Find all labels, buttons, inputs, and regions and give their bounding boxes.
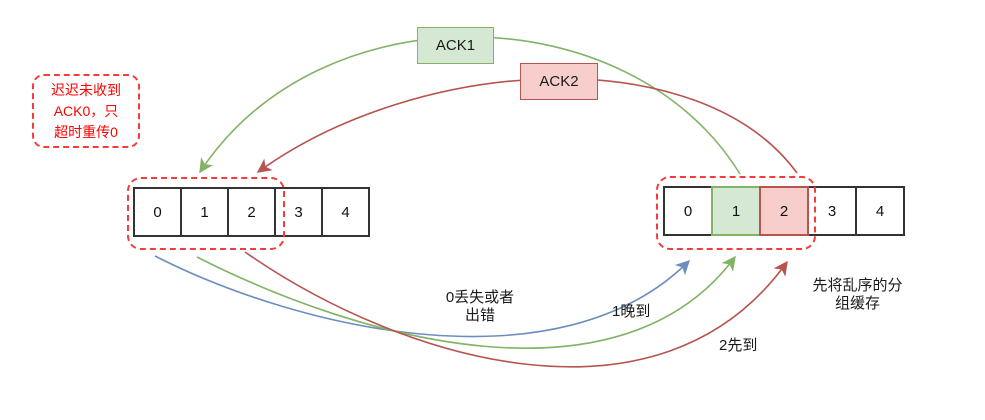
packet2-first-curve-arrow bbox=[244, 251, 788, 368]
buffer-note-line1: 先将乱序的分 bbox=[812, 277, 903, 294]
packet0-lost-curve-arrow bbox=[154, 255, 691, 338]
packet1-late-label: 1晚到 bbox=[612, 303, 651, 320]
sender-cell-3: 3 bbox=[274, 187, 323, 237]
receiver-cell-0: 0 bbox=[663, 186, 713, 236]
receiver-window: 0 1 2 3 4 bbox=[663, 186, 905, 236]
packet0-loss-label-line2: 出错 bbox=[464, 307, 495, 324]
buffer-out-of-order-note: 先将乱序的分 组缓存 bbox=[795, 277, 920, 313]
ack2-label-box: ACK2 bbox=[520, 63, 598, 100]
sender-cell-4: 4 bbox=[321, 187, 370, 237]
sender-cell-0: 0 bbox=[133, 187, 182, 237]
buffer-note-line2: 组缓存 bbox=[834, 295, 880, 312]
timeout-note-line1: 迟迟未收到 bbox=[51, 81, 121, 98]
receiver-cell-3: 3 bbox=[807, 186, 857, 236]
packet0-loss-label: 0丢失或者 出错 bbox=[415, 289, 545, 325]
sender-window: 0 1 2 3 4 bbox=[133, 187, 370, 237]
packet2-first-label: 2先到 bbox=[719, 337, 758, 354]
timeout-note-line3: 超时重传0 bbox=[54, 123, 118, 140]
ack1-label: ACK1 bbox=[435, 37, 476, 54]
receiver-cell-2-buffered: 2 bbox=[759, 186, 809, 236]
packet0-loss-label-line1: 0丢失或者 bbox=[445, 289, 515, 306]
sender-cell-2: 2 bbox=[227, 187, 276, 237]
ack1-label-box: ACK1 bbox=[417, 27, 494, 64]
packet1-late-curve-arrow bbox=[196, 255, 736, 349]
sender-cell-1: 1 bbox=[180, 187, 229, 237]
receiver-cell-1-buffered: 1 bbox=[711, 186, 761, 236]
receiver-cell-4: 4 bbox=[855, 186, 905, 236]
ack2-label: ACK2 bbox=[539, 73, 579, 90]
timeout-retransmit-note: 迟迟未收到 ACK0，只 超时重传0 bbox=[32, 74, 140, 148]
timeout-note-line2: ACK0，只 bbox=[53, 102, 119, 119]
